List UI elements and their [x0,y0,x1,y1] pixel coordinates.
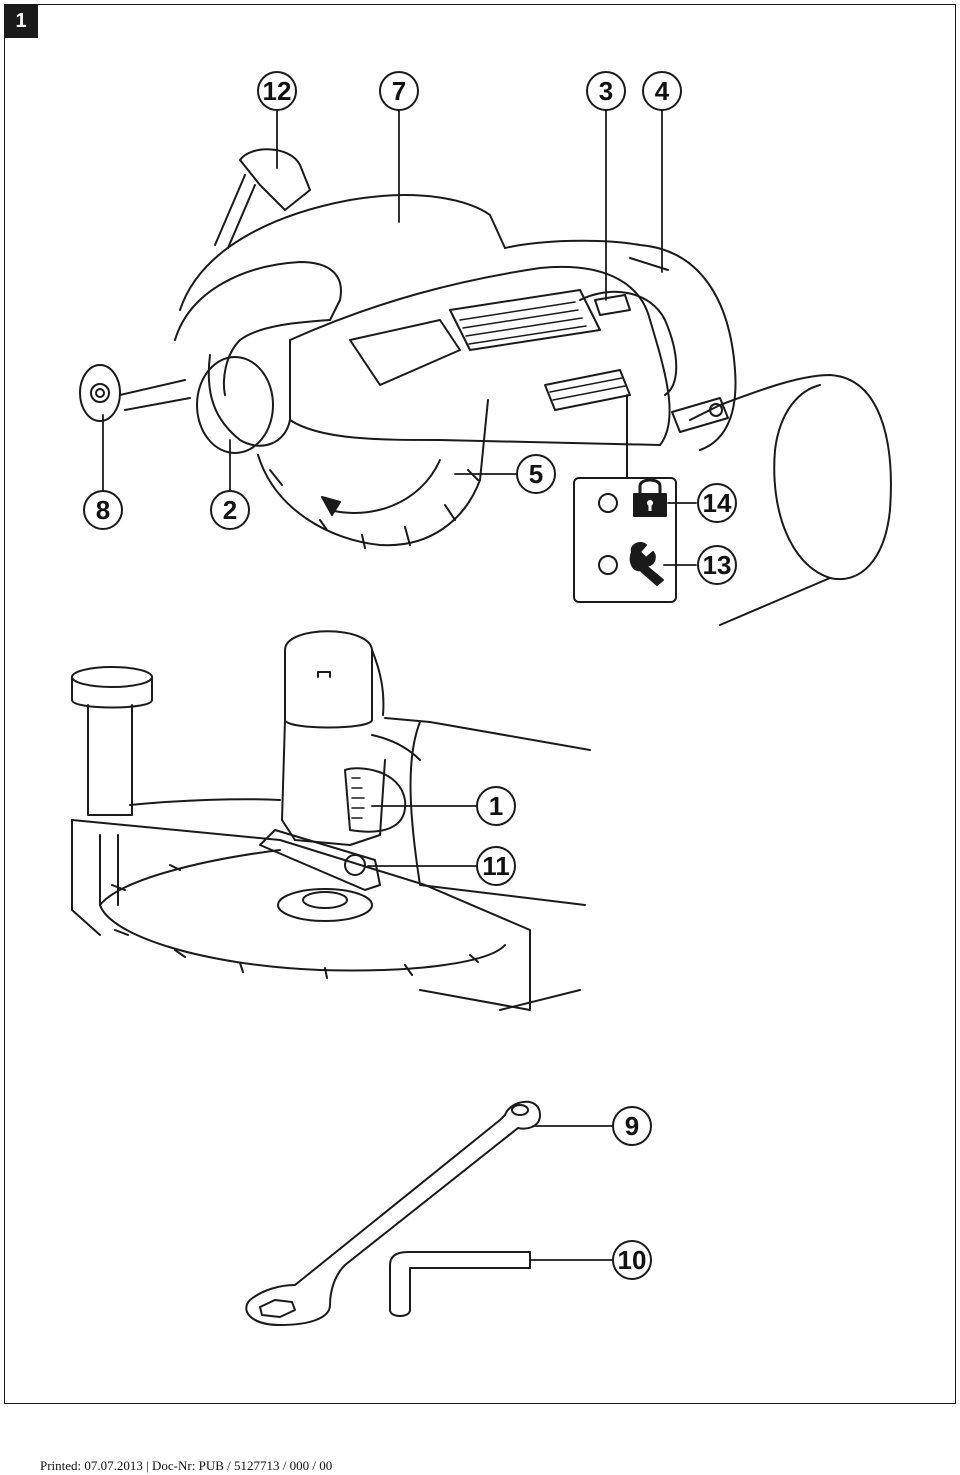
guard-top-plate [71,819,531,1011]
svg-text:13: 13 [703,550,732,580]
guard-outline [179,194,506,311]
service-indicator-lamp [598,555,618,575]
handle-post [87,704,133,816]
motor-body-front [409,721,586,906]
guard-lever [239,148,311,211]
callout-2: 2 [210,490,250,530]
figure-number-badge: 1 [4,4,38,38]
leader-lines [102,109,697,1261]
blade-segments [269,469,479,549]
main-body [289,265,671,446]
gear-housing [281,719,386,846]
vent-slots [459,301,587,345]
cord-strain-relief [671,397,729,433]
lock-indicator-lamp [598,493,618,513]
rotation-arrow [321,496,341,516]
lock-icon [633,478,667,517]
blade-edge-upper [99,849,281,906]
callouts: 12 7 3 4 8 2 5 14 [83,71,737,1280]
callout-1: 1 [476,786,516,826]
figure-frame [4,4,956,1404]
blade-edge [257,399,489,547]
wrench-tool [245,1100,541,1326]
motor-body-bottom [499,989,581,1011]
svg-text:5: 5 [529,459,543,489]
callout-8: 8 [83,490,123,530]
callout-3: 3 [586,71,626,111]
allen-key [389,1251,531,1317]
lever-arm [214,174,256,249]
vent-panel-mid [449,289,601,351]
saw-top-view [79,148,892,626]
clamp-screw [344,854,366,876]
handle-grip [196,356,274,454]
svg-text:1: 1 [489,791,503,821]
power-cord-end [719,577,831,626]
front-handle-lower [207,354,291,447]
svg-text:10: 10 [618,1245,647,1275]
trigger-switch [594,294,631,316]
rotation-arc [329,459,441,514]
pin-spanner-outline [245,1100,541,1326]
spindle-lock-button [344,767,407,833]
saw-guard-detail-view [71,630,591,1011]
wrench-icon [629,542,664,586]
svg-text:9: 9 [625,1111,639,1141]
rear-handle [579,290,678,396]
callout-11: 11 [476,846,516,886]
svg-text:7: 7 [392,76,406,106]
svg-text:4: 4 [655,76,670,106]
callout-14: 14 [697,483,737,523]
svg-text:2: 2 [223,495,237,525]
allen-key-outline [389,1251,531,1317]
print-footer: Printed: 07.07.2013 | Doc-Nr: PUB / 5127… [40,1458,333,1473]
front-handle-top [174,261,342,396]
svg-text:8: 8 [96,495,110,525]
water-connection-knob [79,364,121,422]
callout-4: 4 [642,71,682,111]
side-handle-shaft [119,379,191,411]
callout-13: 13 [697,545,737,585]
lock-button-area [544,369,631,411]
callout-7: 7 [379,71,419,111]
svg-text:14: 14 [703,488,732,518]
callout-5: 5 [516,454,556,494]
blade-edge-lower [99,904,506,972]
svg-text:11: 11 [482,851,510,881]
svg-text:12: 12 [263,76,292,106]
svg-text:3: 3 [599,76,613,106]
callout-9: 9 [612,1106,652,1146]
guard-clamp [259,829,381,891]
vent-panel-left [349,319,461,386]
outer-flange [277,888,373,922]
indicator-panel [573,477,677,603]
motor-cap [284,630,373,729]
callout-12: 12 [257,71,297,111]
motor-body-top [384,717,591,751]
blade-segments-lower [111,864,479,979]
power-cord-loop [689,374,892,581]
motor-housing-outline [504,239,737,451]
guard-side [71,819,101,936]
hex-opening [259,1299,296,1318]
callout-10: 10 [612,1240,652,1280]
